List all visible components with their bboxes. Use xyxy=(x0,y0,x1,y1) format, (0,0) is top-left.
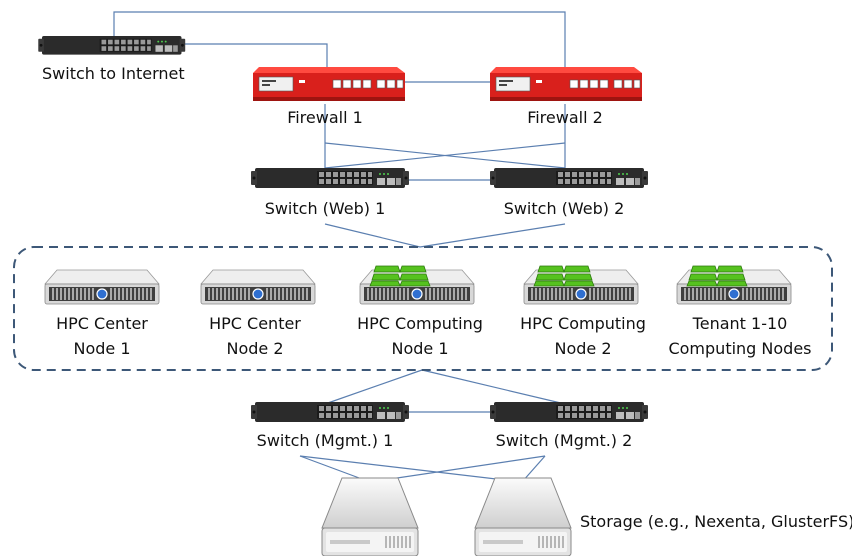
hpc-computing-node-1-icon xyxy=(360,266,474,304)
switch-web-2-label: Switch (Web) 2 xyxy=(503,199,625,218)
tenant-computing-nodes-label-line2: Computing Nodes xyxy=(668,339,812,358)
hpc-computing-node-2-label-line1: HPC Computing xyxy=(520,314,646,333)
hpc-center-node-1-label-line2: Node 1 xyxy=(73,339,131,358)
link-node-group-to-switch-mgmt-2 xyxy=(421,369,566,405)
switch-mgmt-2-icon xyxy=(490,402,648,422)
hpc-computing-node-1-label-line2: Node 1 xyxy=(391,339,449,358)
firewall-1-label: Firewall 1 xyxy=(287,108,363,127)
switch-mgmt-1-icon xyxy=(251,402,409,422)
switch-web-1-label: Switch (Web) 1 xyxy=(264,199,386,218)
link-switch-mgmt-1-to-storage-2 xyxy=(299,455,523,483)
switch-to-internet-label: Switch to Internet xyxy=(42,64,185,83)
link-node-group-to-switch-mgmt-1 xyxy=(324,369,423,405)
firewall-2-icon xyxy=(489,66,643,102)
tenant-computing-nodes-label-line1: Tenant 1-10 xyxy=(692,314,788,333)
hpc-center-node-1-icon xyxy=(44,269,160,305)
storage-drive-2-icon xyxy=(474,477,572,556)
hpc-computing-node-2-label-line2: Node 2 xyxy=(554,339,612,358)
switch-web-2-icon xyxy=(490,168,648,188)
node-group-boundary xyxy=(13,246,833,371)
hpc-computing-node-1-label-line1: HPC Computing xyxy=(357,314,483,333)
link-firewall-2-to-switch-web-1 xyxy=(324,142,566,169)
hpc-center-node-1-label-line1: HPC Center xyxy=(56,314,148,333)
firewall-2-label: Firewall 2 xyxy=(527,108,603,127)
hpc-computing-node-2-icon xyxy=(524,266,638,304)
hpc-center-node-2-label-line2: Node 2 xyxy=(226,339,284,358)
link-internet-to-firewall-1 xyxy=(180,43,328,72)
switch-mgmt-1-label: Switch (Mgmt.) 1 xyxy=(256,431,394,450)
link-switch-web-2-to-node-group xyxy=(419,223,566,248)
link-internet-to-firewall-2 xyxy=(113,11,566,72)
storage-drive-1-icon xyxy=(321,477,419,556)
hpc-center-node-2-icon xyxy=(200,269,316,305)
firewall-1-icon xyxy=(252,66,406,102)
hpc-center-node-2-label-line1: HPC Center xyxy=(209,314,301,333)
link-switch-mgmt-2-to-storage-1 xyxy=(369,455,546,483)
switch-to-internet-icon xyxy=(38,36,186,55)
link-switch-web-1-to-node-group xyxy=(324,223,421,248)
tenant-computing-nodes-icon xyxy=(677,266,791,304)
switch-web-1-icon xyxy=(251,168,409,188)
storage-label: Storage (e.g., Nexenta, GlusterFS) xyxy=(580,512,852,531)
switch-mgmt-2-label: Switch (Mgmt.) 2 xyxy=(495,431,633,450)
